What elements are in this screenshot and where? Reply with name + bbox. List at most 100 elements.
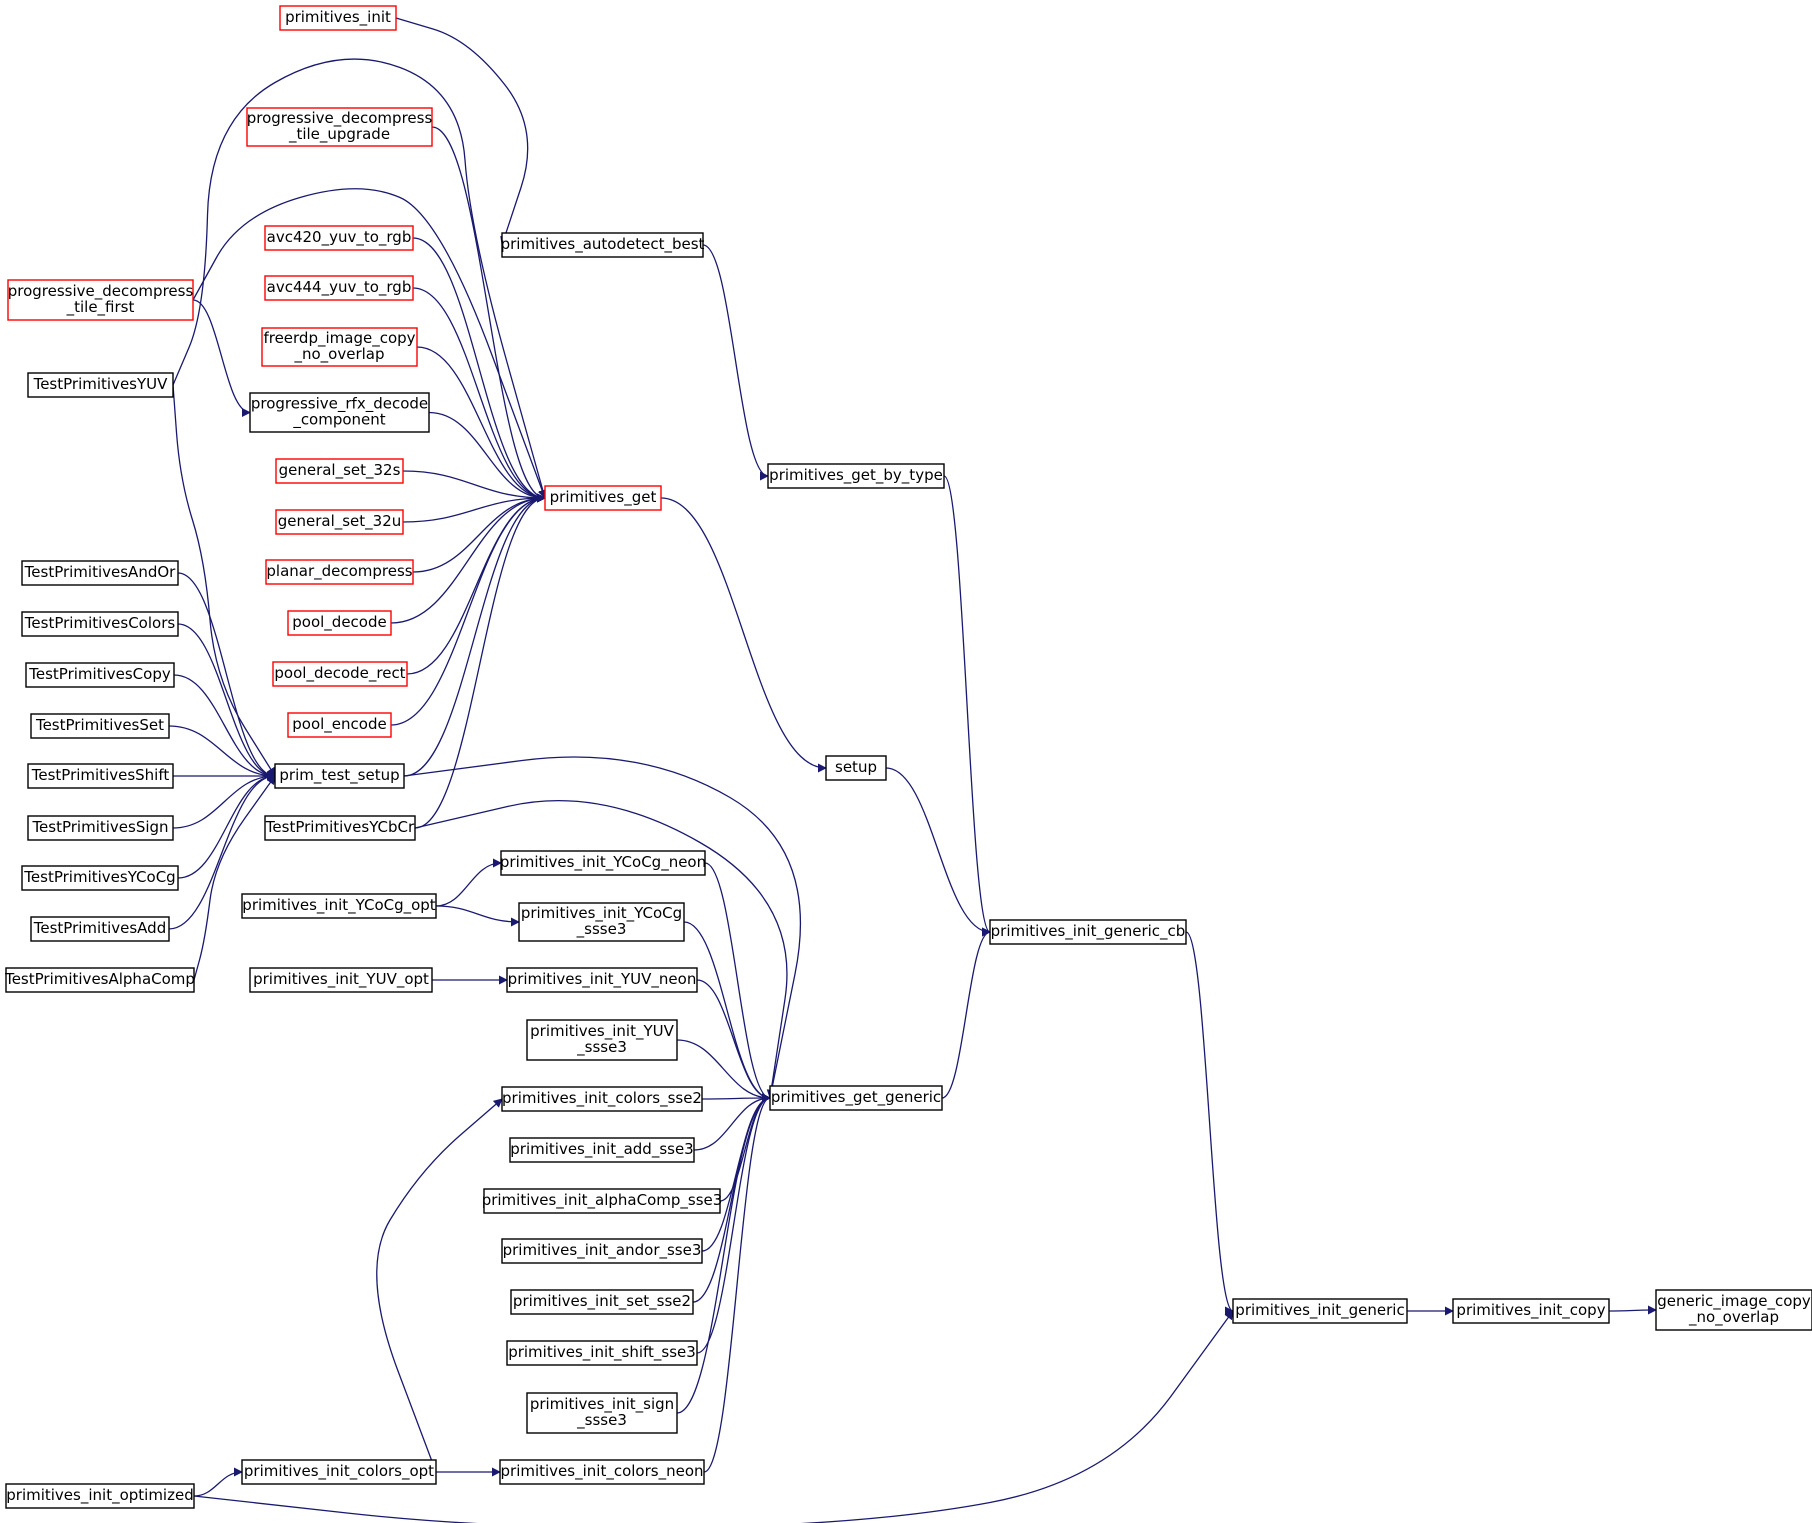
node-init-copy[interactable]: primitives_init_copy	[1452, 1298, 1610, 1324]
node-t-ycocg[interactable]: TestPrimitivesYCoCg	[21, 865, 179, 891]
node-box[interactable]	[264, 225, 414, 251]
node-avc444[interactable]: avc444_yuv_to_rgb	[264, 275, 414, 301]
node-init-optimized[interactable]: primitives_init_optimized	[5, 1483, 195, 1509]
node-t-copy[interactable]: TestPrimitivesCopy	[25, 662, 175, 688]
node-init-generic-cb[interactable]: primitives_init_generic_cb	[989, 919, 1187, 945]
node-primitives-get[interactable]: primitives_get	[544, 485, 662, 511]
node-box[interactable]	[27, 763, 174, 789]
node-box[interactable]	[767, 463, 945, 489]
node-box[interactable]	[249, 967, 433, 993]
node-box[interactable]	[510, 1289, 694, 1315]
node-box[interactable]	[501, 1238, 703, 1264]
node-box[interactable]	[21, 560, 179, 586]
node-t-andor[interactable]: TestPrimitivesAndOr	[21, 560, 179, 586]
node-box[interactable]	[506, 967, 698, 993]
node-box[interactable]	[265, 559, 414, 585]
node-t-sign[interactable]: TestPrimitivesSign	[27, 815, 174, 841]
node-t-shift[interactable]: TestPrimitivesShift	[27, 763, 174, 789]
node-box[interactable]	[264, 275, 414, 301]
node-box[interactable]	[274, 763, 405, 789]
node-box[interactable]	[241, 1459, 437, 1485]
node-shift-sse3[interactable]: primitives_init_shift_sse3	[506, 1340, 698, 1366]
node-box[interactable]	[287, 610, 392, 636]
node-box[interactable]	[526, 1392, 678, 1434]
node-get-generic[interactable]: primitives_get_generic	[769, 1085, 943, 1111]
node-box[interactable]	[1232, 1298, 1408, 1324]
node-box[interactable]	[272, 661, 408, 687]
node-prog-tile-first[interactable]: progressive_decompress_tile_first	[7, 279, 194, 321]
node-avc420[interactable]: avc420_yuv_to_rgb	[264, 225, 414, 251]
node-box[interactable]	[241, 893, 437, 919]
node-box[interactable]	[30, 713, 170, 739]
node-freerdp-copy[interactable]: freerdp_image_copy_no_overlap	[261, 327, 418, 367]
node-box[interactable]	[261, 327, 418, 367]
node-sign-ssse3[interactable]: primitives_init_sign_ssse3	[526, 1392, 678, 1434]
node-colors-neon[interactable]: primitives_init_colors_neon	[499, 1459, 705, 1485]
node-box[interactable]	[287, 712, 392, 738]
node-yuv-neon[interactable]: primitives_init_YUV_neon	[506, 967, 698, 993]
node-prog-rfx[interactable]: progressive_rfx_decode_component	[249, 392, 430, 433]
node-box[interactable]	[1452, 1298, 1610, 1324]
node-t-ycbcr[interactable]: TestPrimitivesYCbCr	[264, 815, 416, 841]
node-box[interactable]	[769, 1085, 943, 1111]
node-box[interactable]	[21, 865, 179, 891]
node-box[interactable]	[501, 1086, 703, 1112]
node-box[interactable]	[506, 1340, 698, 1366]
node-autodetect[interactable]: primitives_autodetect_best	[501, 232, 705, 258]
node-box[interactable]	[544, 485, 662, 511]
node-box[interactable]	[264, 815, 416, 841]
node-pool-encode[interactable]: pool_encode	[287, 712, 392, 738]
node-box[interactable]	[30, 916, 170, 942]
node-t-set[interactable]: TestPrimitivesSet	[30, 713, 170, 739]
node-box[interactable]	[275, 458, 404, 484]
node-colors-sse2[interactable]: primitives_init_colors_sse2	[501, 1086, 703, 1112]
node-set32u[interactable]: general_set_32u	[275, 509, 404, 535]
node-set32s[interactable]: general_set_32s	[275, 458, 404, 484]
node-box[interactable]	[518, 902, 685, 942]
node-box[interactable]	[825, 755, 887, 781]
node-box[interactable]	[501, 232, 704, 258]
node-t-yuv[interactable]: TestPrimitivesYUV	[27, 372, 174, 398]
node-box[interactable]	[1655, 1289, 1812, 1331]
node-box[interactable]	[5, 967, 195, 993]
node-yuv-opt[interactable]: primitives_init_YUV_opt	[249, 967, 433, 993]
node-setup[interactable]: setup	[825, 755, 887, 781]
node-andor-sse3[interactable]: primitives_init_andor_sse3	[501, 1238, 703, 1264]
node-box[interactable]	[246, 107, 433, 147]
node-yuv-ssse3[interactable]: primitives_init_YUV_ssse3	[526, 1019, 678, 1061]
node-box[interactable]	[249, 392, 430, 433]
node-box[interactable]	[275, 509, 404, 535]
node-ycocg-ssse3[interactable]: primitives_init_YCoCg_ssse3	[518, 902, 685, 942]
node-box[interactable]	[499, 1459, 705, 1485]
node-box[interactable]	[989, 919, 1187, 945]
node-box[interactable]	[526, 1019, 678, 1061]
node-planar[interactable]: planar_decompress	[265, 559, 414, 585]
node-prim-test-setup[interactable]: prim_test_setup	[274, 763, 405, 789]
node-init-generic[interactable]: primitives_init_generic	[1232, 1298, 1408, 1324]
node-box[interactable]	[21, 611, 179, 637]
node-focus[interactable]: generic_image_copy_no_overlap	[1655, 1289, 1812, 1331]
node-alpha-sse3[interactable]: primitives_init_alphaComp_sse3	[482, 1188, 723, 1214]
node-add-sse3[interactable]: primitives_init_add_sse3	[509, 1137, 695, 1163]
node-pool-decode-rect[interactable]: pool_decode_rect	[272, 661, 408, 687]
node-box[interactable]	[509, 1137, 695, 1163]
node-box[interactable]	[27, 372, 174, 398]
node-primitives-init[interactable]: primitives_init	[279, 5, 397, 31]
node-box[interactable]	[7, 279, 194, 321]
node-box[interactable]	[500, 850, 706, 876]
node-box[interactable]	[25, 662, 175, 688]
node-get-by-type[interactable]: primitives_get_by_type	[767, 463, 945, 489]
node-pool-decode[interactable]: pool_decode	[287, 610, 392, 636]
node-t-alpha[interactable]: TestPrimitivesAlphaComp	[4, 967, 195, 993]
node-box[interactable]	[5, 1483, 195, 1509]
node-box[interactable]	[279, 5, 397, 31]
node-colors-opt[interactable]: primitives_init_colors_opt	[241, 1459, 437, 1485]
node-t-add[interactable]: TestPrimitivesAdd	[30, 916, 170, 942]
node-prog-tile-upgrade[interactable]: progressive_decompress_tile_upgrade	[246, 107, 433, 147]
node-box[interactable]	[483, 1188, 721, 1214]
node-ycocg-neon[interactable]: primitives_init_YCoCg_neon	[500, 850, 706, 876]
node-set-sse2[interactable]: primitives_init_set_sse2	[510, 1289, 694, 1315]
node-t-colors[interactable]: TestPrimitivesColors	[21, 611, 179, 637]
node-ycocg-opt[interactable]: primitives_init_YCoCg_opt	[241, 893, 437, 919]
node-box[interactable]	[27, 815, 174, 841]
